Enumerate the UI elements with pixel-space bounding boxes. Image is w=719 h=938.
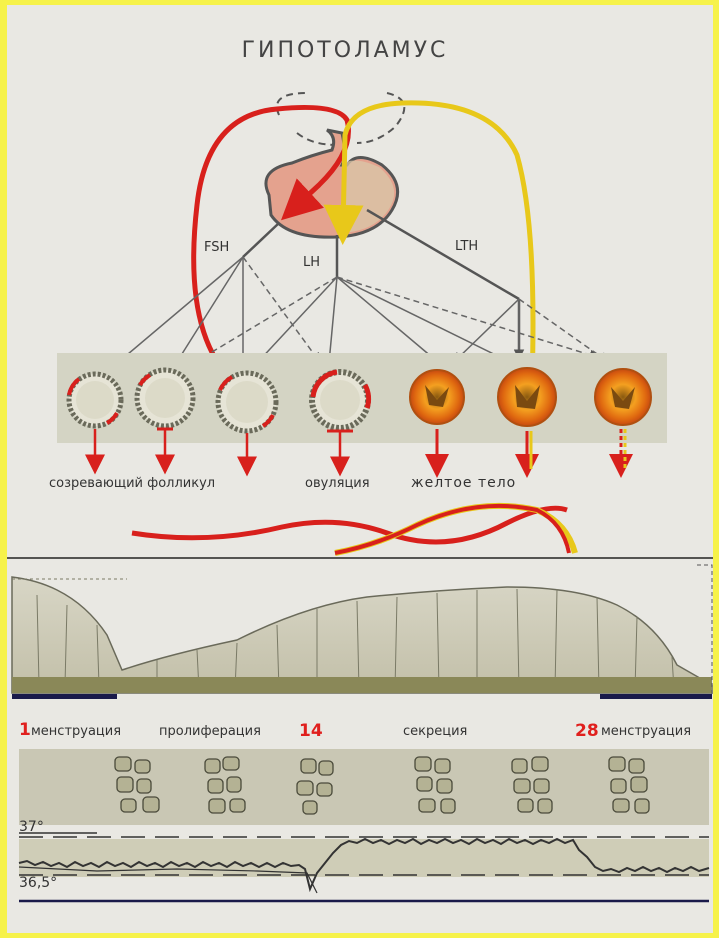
day-1: 1 [19,720,31,740]
pituitary-gland [266,130,398,237]
follicle-2 [137,370,193,426]
label-menstruation-end: менструация [601,724,691,739]
endometrium [12,577,712,693]
label-ovulation: овуляция [305,476,370,491]
corpus-luteum-2 [498,368,556,426]
day-28: 28 [575,721,599,741]
corpus-luteum-1 [410,370,464,424]
day-14: 14 [299,721,323,741]
label-corpus-luteum: желтое тело [411,475,516,491]
lth-label: LTH [455,239,478,254]
menstruation-bar-start [12,694,117,699]
follicle-3 [218,373,276,431]
label-menstruation-start: менструация [31,724,121,739]
lh-label: LH [303,255,320,270]
diagram-sheet: ГИПОТОЛАМУС FSH LH LTH [7,5,713,933]
lh-arrows [257,277,512,363]
fsh-level-curve [132,508,567,542]
fsh-label: FSH [204,240,229,255]
label-proliferation: пролиферация [159,724,261,739]
temp-low-label: 36,5° [19,875,57,891]
label-maturing-follicle: созревающий фолликул [49,476,215,491]
corpus-luteum-3 [595,369,651,425]
fsh-arrows [115,257,243,365]
menstruation-bar-end [600,694,712,699]
lh-feedback-arrow [343,103,533,383]
follicle-1 [69,374,121,426]
label-secretion: секреция [403,724,467,739]
title: ГИПОТОЛАМУС [242,38,449,63]
